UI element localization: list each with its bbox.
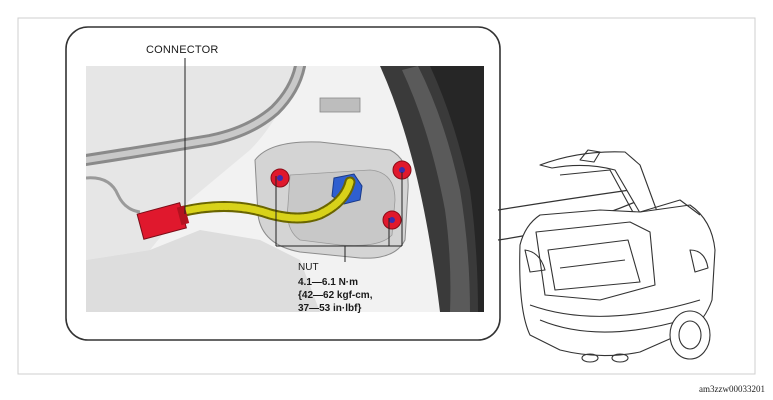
detail-view (86, 66, 484, 312)
torque-line-2: {42—62 kgf-cm, (298, 290, 373, 301)
outer-frame (17, 17, 756, 375)
leader-lines (184, 58, 403, 262)
vehicle-illustration (519, 149, 716, 363)
connector (136, 202, 190, 240)
torque-spec: 4.1—6.1 N·m {42—62 kgf-cm, 37—53 in·lbf} (298, 276, 372, 315)
nut-label: NUT (298, 262, 319, 273)
torque-line-1: 4.1—6.1 N·m (298, 277, 359, 288)
torque-line-3: 37—53 in·lbf} (298, 303, 362, 314)
connector-label: CONNECTOR (146, 44, 219, 56)
reference-code: am3zzw00033201 (699, 384, 765, 394)
